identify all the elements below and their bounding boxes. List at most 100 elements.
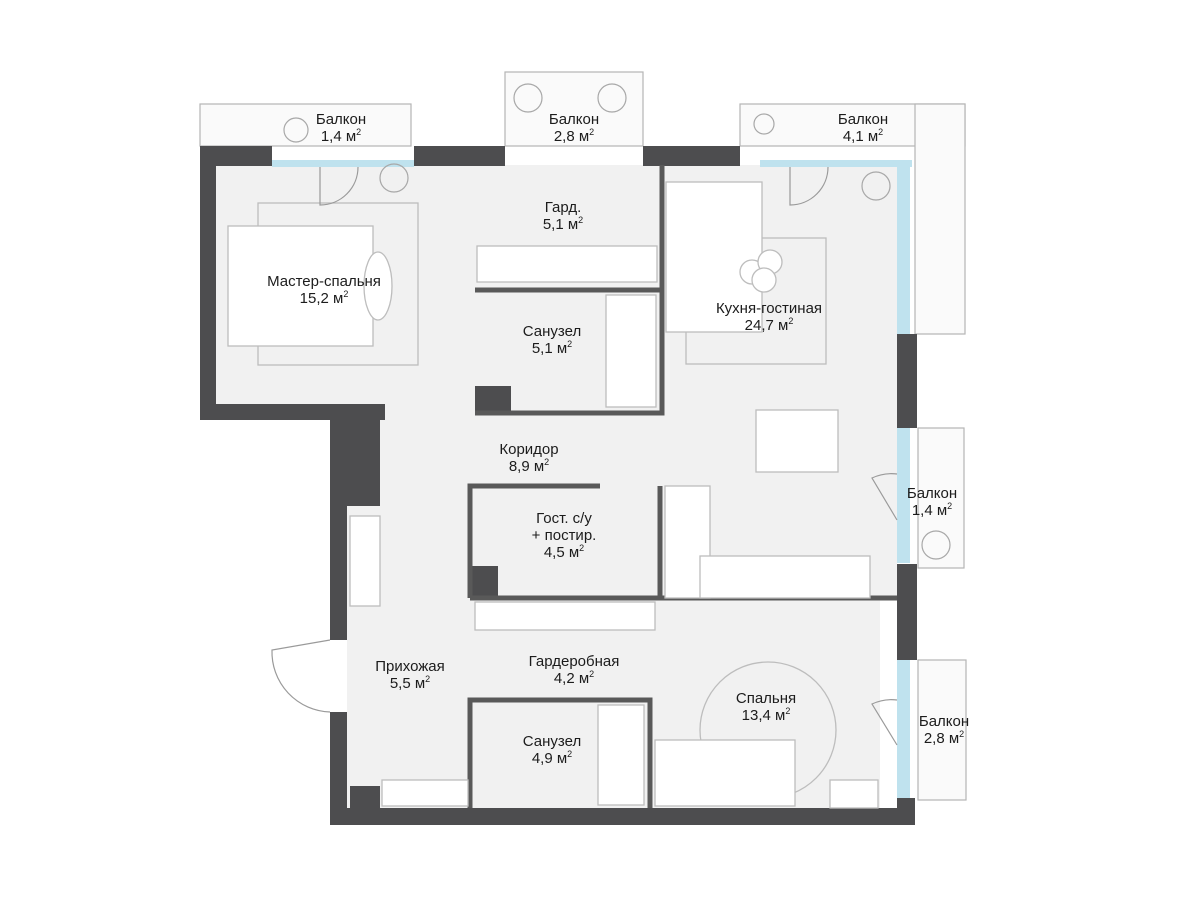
room-label-balcony-3: Балкон 4,1 м2 — [838, 111, 888, 145]
hall-bench — [349, 515, 381, 607]
master-ottoman — [363, 251, 393, 321]
room-name: Балкон — [906, 485, 958, 502]
room-name: Балкон — [918, 713, 970, 730]
room-name: Балкон — [548, 111, 600, 128]
partition-bath-bottom — [467, 697, 653, 808]
room-label-guest-wc: Гост. с/у + постир. 4,5 м2 — [532, 510, 597, 561]
area-unit-power: 2 — [579, 543, 585, 553]
wall-top-mid — [414, 146, 505, 166]
wall-left-lower-b — [330, 712, 347, 825]
bathtub-bottom — [597, 704, 645, 806]
window-kitchen-right — [897, 165, 910, 335]
partition-bath-top — [475, 287, 665, 416]
room-label-balcony-1: Балкон 1,4 м2 — [316, 111, 366, 145]
area-unit: м — [578, 670, 590, 687]
area-unit: м — [533, 458, 545, 475]
room-label-kitchen-living: Кухня-гостиная 24,7 м2 — [716, 300, 822, 334]
room-area: 2,8 — [923, 730, 945, 747]
room-area: 5,5 — [389, 675, 411, 692]
room-label-walk-in-closet: Гардеробная 4,2 м2 — [529, 653, 620, 687]
area-unit-power: 2 — [589, 127, 595, 137]
plant-icon — [283, 117, 309, 143]
room-name: Санузел — [522, 323, 582, 340]
room-area: 13,4 — [741, 707, 771, 724]
wardrobe-rail-top — [476, 245, 658, 283]
balcony-door-swing-4 — [871, 473, 898, 521]
wall-left-lower-a — [330, 404, 347, 640]
wall-left-upper — [200, 146, 216, 420]
area-unit: м — [333, 290, 344, 307]
balcony-door-swing-3 — [789, 166, 829, 206]
room-label-balcony-4: Балкон 1,4 м2 — [907, 485, 957, 519]
room-area: 15,2 — [299, 290, 329, 307]
window-bedroom-right — [897, 660, 910, 800]
room-name: Прихожая — [375, 658, 445, 675]
wall-left-step — [200, 404, 385, 420]
balcony-3-side-slab — [914, 103, 966, 335]
area-unit-power: 2 — [788, 316, 794, 326]
window-kitchen-top — [760, 160, 912, 167]
hall-wardrobe — [381, 779, 469, 807]
kitchen-counter-bottom — [699, 555, 871, 599]
room-name: Гардеробная — [528, 653, 620, 670]
room-label-hallway: Прихожая 5,5 м2 — [375, 658, 445, 692]
area-unit: м — [556, 750, 568, 767]
wall-column-top — [475, 386, 511, 414]
room-name: Коридор — [499, 441, 559, 458]
balcony-1-slab — [199, 103, 412, 147]
area-unit-power: 2 — [343, 289, 349, 299]
plant-icon — [921, 530, 951, 560]
area-unit: м — [778, 317, 789, 334]
area-unit: м — [948, 730, 960, 747]
balcony-4-slab — [917, 427, 965, 569]
room-area: 4,1 — [842, 128, 864, 145]
area-unit: м — [578, 128, 590, 145]
wall-top-right — [643, 146, 740, 166]
room-name-line-2: + постир. — [531, 527, 597, 544]
sofa — [665, 181, 763, 333]
area-unit: м — [568, 544, 580, 561]
room-area: 4,9 — [531, 750, 553, 767]
room-area: 5,1 — [531, 340, 553, 357]
plant-icon — [597, 83, 627, 113]
area-unit-power: 2 — [567, 339, 573, 349]
area-unit: м — [556, 340, 568, 357]
area-unit: м — [867, 128, 879, 145]
entry-door-swing — [271, 639, 331, 713]
room-label-balcony-5: Балкон 2,8 м2 — [919, 713, 969, 747]
wall-top-left — [200, 146, 272, 166]
room-area: 24,7 — [744, 317, 774, 334]
wall-column-wc — [470, 566, 498, 598]
balconies — [199, 71, 967, 801]
room-name: Гард. — [544, 199, 582, 216]
room-label-bathroom-top: Санузел 5,1 м2 — [523, 323, 581, 357]
plant-icon — [513, 83, 543, 113]
area-unit-power: 2 — [589, 669, 595, 679]
master-bed — [227, 225, 374, 347]
wall-entry-stub — [347, 420, 380, 506]
coffee-table-c — [751, 267, 777, 293]
window-master-top — [272, 160, 414, 167]
plants — [283, 83, 951, 560]
room-name: Балкон — [315, 111, 367, 128]
bathtub-top — [605, 294, 657, 408]
room-area: 4,2 — [553, 670, 575, 687]
kitchen-counter — [664, 485, 711, 599]
room-label-balcony-2: Балкон 2,8 м2 — [549, 111, 599, 145]
room-label-bathroom-bottom: Санузел 4,9 м2 — [523, 733, 581, 767]
exterior-walls — [200, 146, 917, 825]
room-label-master-bedroom: Мастер-спальня 15,2 м2 — [267, 273, 381, 307]
area-unit-power: 2 — [785, 706, 791, 716]
bedroom-desk — [829, 779, 879, 809]
area-unit-power: 2 — [959, 729, 965, 739]
room-name: Санузел — [522, 733, 582, 750]
area-unit: м — [567, 216, 579, 233]
room-name: Гост. с/у — [536, 510, 592, 527]
plant-icon — [753, 113, 775, 135]
plant-icon — [379, 163, 409, 193]
door-swings — [271, 166, 898, 746]
area-unit: м — [345, 128, 357, 145]
glazing — [272, 160, 912, 800]
area-unit-power: 2 — [567, 749, 573, 759]
